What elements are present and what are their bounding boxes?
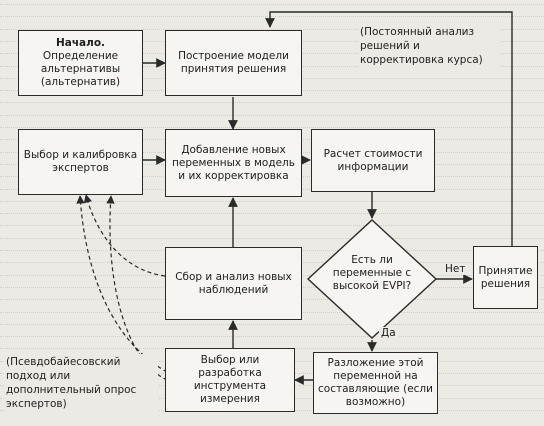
decision-diamond-shape [306,219,438,339]
note-pseudo-bayes: (Псевдобайесовский подход или дополнител… [4,354,158,412]
info-cost-label: Расчет стоимости информации [323,147,423,173]
bleed-through-line [0,28,544,31]
bleed-through-line [0,4,544,6]
bleed-through-line [0,213,544,215]
label-no: Нет [443,263,468,275]
box-info-cost: Расчет стоимости информации [311,129,435,192]
bleed-through-line [0,323,544,326]
bleed-through-line [0,127,544,129]
box-measurement-instrument: Выбор или разработка инструмента измерен… [165,348,295,412]
box-make-decision: Принятие решения [473,246,538,309]
box-start: Начало. Определение альтернативы (альтер… [18,30,143,96]
measurement-instrument-label: Выбор или разработка инструмента измерен… [193,354,267,405]
collect-observations-label: Сбор и анализ новых наблюдений [175,270,292,296]
box-collect-observations: Сбор и анализ новых наблюдений [165,247,302,320]
dashed-arrow-collect-to-experts [83,194,166,277]
bleed-through-line [0,237,544,240]
bleed-through-line [0,16,544,18]
box-select-experts: Выбор и калибровка экспертов [18,129,143,195]
label-yes: Да [379,327,398,339]
bleed-through-line [0,102,544,104]
note-continuous-analysis: (Постоянный анализ решений и корректиров… [358,24,500,68]
box-decompose-variable: Разложение этой переменной на составляющ… [313,352,438,414]
select-experts-label: Выбор и калибровка экспертов [23,149,138,174]
build-model-label: Построение модели принятия решения [178,50,289,75]
make-decision-label: Принятие решения [478,264,533,290]
decompose-variable-label: Разложение этой переменной на составляющ… [318,357,433,408]
bleed-through-line [0,336,544,338]
add-variables-label: Добавление новых переменных в модель и и… [172,143,295,182]
box-add-variables: Добавление новых переменных в модель и и… [165,129,302,197]
bleed-through-line [0,225,544,227]
decision-diamond-label: Есть ли переменные с высокой EVPI? [332,254,412,292]
bleed-through-line [0,114,544,117]
start-title: Начало. [55,37,106,49]
start-body: Определение альтернативы (альтернатив) [40,50,121,88]
dashed-arrow-instrument-to-experts-b [106,195,168,381]
box-build-model: Построение модели принятия решения [165,30,302,96]
bleed-through-line [0,200,544,203]
dashed-arrow-instrument-to-experts-a [76,195,168,373]
arrow-decision-loop-to-model [265,11,513,246]
